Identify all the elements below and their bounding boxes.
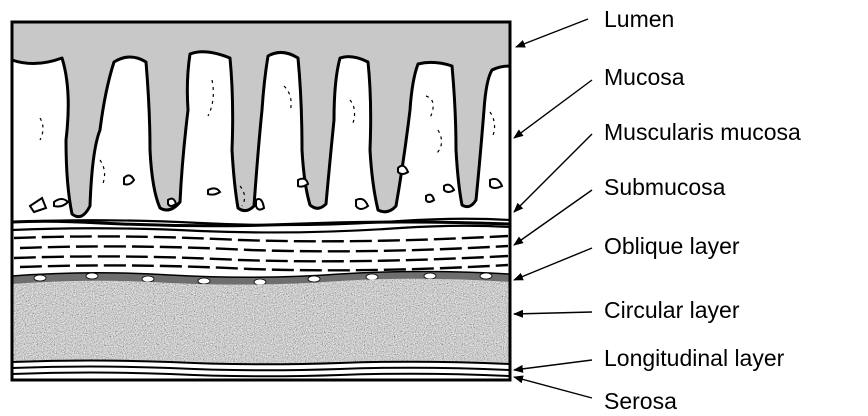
label-oblique-layer: Oblique layer (604, 233, 740, 259)
arrow-longitudinal-layer (514, 360, 592, 370)
arrow-lumen (516, 19, 588, 47)
arrow-oblique-layer (514, 248, 592, 280)
longitudinal-layer-lines (12, 367, 510, 377)
arrow-muscularis-mucosa (514, 134, 592, 212)
oblique-layer-dashes (14, 236, 508, 270)
label-muscularis-mucosa: Muscularis mucosa (604, 119, 801, 145)
arrow-submucosa (514, 190, 592, 245)
leader-arrows (514, 19, 592, 398)
label-serosa: Serosa (604, 388, 677, 414)
label-circular-layer: Circular layer (604, 297, 740, 323)
label-mucosa: Mucosa (604, 64, 685, 90)
label-longitudinal-layer: Longitudinal layer (604, 345, 785, 371)
label-lumen: Lumen (604, 6, 674, 32)
label-submucosa: Submucosa (604, 174, 726, 200)
arrow-circular-layer (514, 312, 592, 314)
circular-layer (12, 270, 510, 370)
arrow-mucosa (514, 80, 592, 138)
arrow-serosa (514, 377, 592, 398)
